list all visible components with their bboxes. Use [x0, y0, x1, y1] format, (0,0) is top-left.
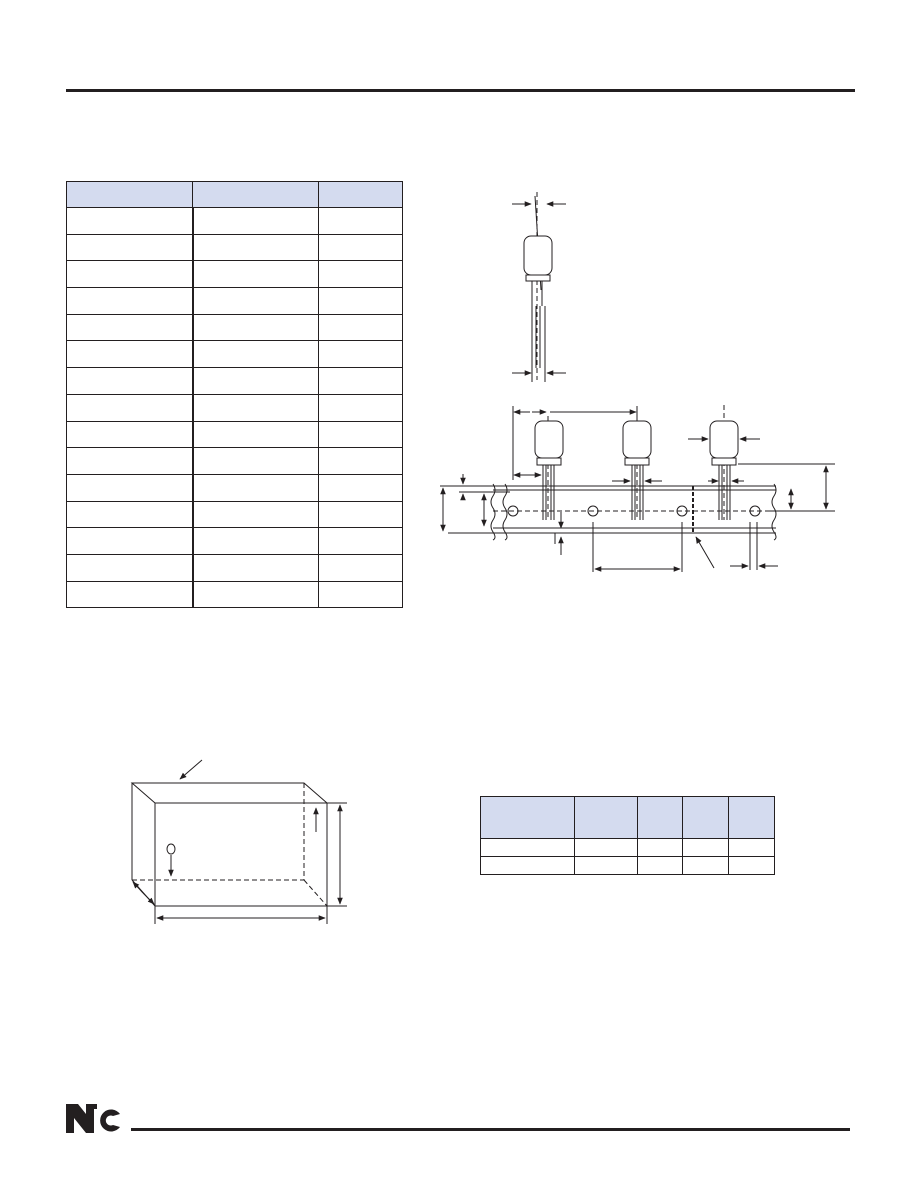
table-cell: [66, 500, 194, 529]
table-cell: [318, 340, 403, 369]
table-cell: [192, 580, 319, 609]
table-cell: [192, 527, 319, 555]
table-cell: [318, 420, 403, 449]
table-cell: [66, 233, 194, 262]
table-cell: [318, 393, 403, 422]
table-cell: [192, 500, 319, 529]
table-cell: [318, 553, 403, 582]
table-cell: [66, 527, 194, 555]
table-row: [66, 287, 403, 315]
table-row: [66, 313, 403, 342]
table-row: [66, 500, 403, 529]
lead-tilt-detail: [512, 192, 566, 382]
table-cell: [66, 420, 194, 449]
table-header-row: [480, 796, 775, 839]
table-row: [66, 580, 403, 609]
table-cell: [66, 287, 194, 315]
table-row: [66, 473, 403, 502]
table-cell: [66, 580, 194, 609]
table-cell: [728, 856, 775, 875]
table-row: [66, 447, 403, 475]
nic-logo-icon: [66, 1104, 120, 1133]
table-cell: [318, 260, 403, 289]
table-row: [480, 856, 775, 875]
table-header-cell: [318, 181, 403, 208]
table-cell: [192, 340, 319, 369]
table-header-cell: [682, 796, 729, 839]
taped-capacitors: [440, 405, 835, 572]
table-cell: [66, 367, 194, 395]
table-cell: [66, 553, 194, 582]
table-row: [66, 260, 403, 289]
table-row: [66, 553, 403, 582]
table-cell: [318, 527, 403, 555]
table-header-cell: [480, 796, 575, 839]
table-cell: [66, 393, 194, 422]
table-cell: [192, 207, 319, 235]
table-cell: [318, 367, 403, 395]
table-row: [66, 367, 403, 395]
header-rule: [66, 89, 855, 92]
table-cell: [318, 287, 403, 315]
table-header-cell: [637, 796, 683, 839]
carton-box: [130, 759, 347, 924]
footer-rule: [131, 1128, 850, 1131]
table-cell: [318, 473, 403, 502]
packing-quantity-table: [480, 796, 775, 875]
table-cell: [318, 447, 403, 475]
table-cell: [192, 313, 319, 342]
table-header-row: [66, 181, 403, 208]
table-cell: [192, 447, 319, 475]
table-cell: [192, 367, 319, 395]
table-header-cell: [574, 796, 638, 839]
table-cell: [192, 233, 319, 262]
table-cell: [318, 207, 403, 235]
table-header-cell: [66, 181, 193, 208]
table-cell: [66, 313, 194, 342]
table-row: [66, 340, 403, 369]
table-cell: [192, 553, 319, 582]
table-row: [66, 207, 403, 235]
table-header-cell: [728, 796, 775, 839]
table-cell: [318, 500, 403, 529]
table-row: [66, 393, 403, 422]
taping-spec-table: [66, 181, 403, 609]
table-cell: [318, 580, 403, 609]
table-row: [66, 527, 403, 555]
table-row: [480, 838, 775, 857]
